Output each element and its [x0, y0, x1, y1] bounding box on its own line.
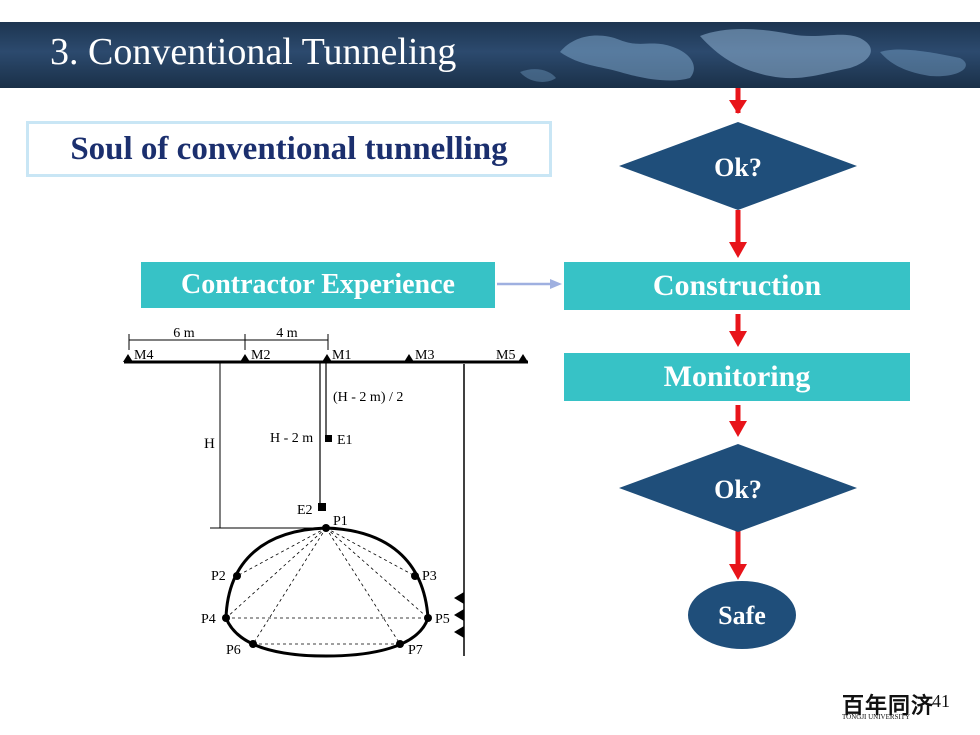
- arrowhead-monitoring-to-ok: [729, 421, 747, 437]
- anchor-e1-square: [325, 435, 332, 442]
- inclinometer-anchor-3: [454, 626, 464, 638]
- point-p6-dot: [249, 640, 257, 648]
- marker-m3-triangle: [404, 354, 414, 362]
- arrowhead-contractor-to-construction: [550, 279, 562, 289]
- marker-m1-label: M1: [332, 348, 351, 363]
- point-p4-dot: [222, 614, 230, 622]
- decision-bottom-label: Ok?: [714, 475, 762, 504]
- anchor-e2-square: [318, 503, 326, 511]
- decision-top-label: Ok?: [714, 153, 762, 182]
- h-label: H: [204, 436, 215, 452]
- point-p6-label: P6: [226, 643, 241, 658]
- marker-m4-label: M4: [134, 348, 153, 363]
- point-p5-dot: [424, 614, 432, 622]
- contractor-experience-box: Contractor Experience: [141, 262, 495, 308]
- point-p2-label: P2: [211, 569, 226, 584]
- point-p2-dot: [233, 572, 241, 580]
- safe-label: Safe: [718, 601, 766, 630]
- dimension-4m-label: 4 m: [276, 326, 298, 341]
- point-p5-label: P5: [435, 612, 450, 627]
- marker-m2-triangle: [240, 354, 250, 362]
- monitoring-box: Monitoring: [564, 353, 910, 401]
- point-p7-dot: [396, 640, 404, 648]
- inclinometer-anchor-2: [454, 609, 464, 621]
- arrowhead-into-ok-top: [729, 100, 747, 114]
- university-logo: 百年同济: [842, 693, 935, 719]
- point-p1-dot: [322, 524, 330, 532]
- arrowhead-ok-to-construction: [729, 242, 747, 258]
- decision-diamond-top: [619, 122, 857, 210]
- marker-m5-triangle: [518, 354, 528, 362]
- point-p1-label: P1: [333, 514, 348, 529]
- safe-terminal: [688, 581, 796, 649]
- h-minus-2m-label: H - 2 m: [270, 431, 313, 446]
- arrowhead-construction-to-monitoring: [729, 331, 747, 347]
- marker-m2-label: M2: [251, 348, 270, 363]
- decision-diamond-bottom: [619, 444, 857, 532]
- header-bar: 3. Conventional Tunneling: [0, 22, 980, 88]
- page-number: 41: [932, 691, 950, 711]
- point-p3-dot: [411, 572, 419, 580]
- page-title: 3. Conventional Tunneling: [50, 31, 457, 73]
- inclinometer-anchor-1: [454, 592, 464, 604]
- construction-box: Construction: [564, 262, 910, 310]
- convergence-lines: [225, 527, 429, 645]
- half-depth-label: (H - 2 m) / 2: [333, 390, 403, 405]
- tunnel-outline: [224, 526, 430, 658]
- point-p4-label: P4: [201, 612, 216, 627]
- point-p7-label: P7: [408, 643, 423, 658]
- marker-m1-triangle: [322, 354, 332, 362]
- anchor-e2-label: E2: [297, 503, 313, 518]
- anchor-e1-label: E1: [337, 433, 353, 448]
- marker-m4-triangle: [123, 354, 133, 362]
- dimension-6m-label: 6 m: [173, 326, 195, 341]
- university-name: TONGJI UNIVERSITY: [842, 713, 911, 721]
- world-map-decoration: [520, 29, 966, 82]
- arrowhead-ok-to-safe: [729, 564, 747, 580]
- point-p3-label: P3: [422, 569, 437, 584]
- marker-m3-label: M3: [415, 348, 434, 363]
- soul-heading-box: Soul of conventional tunnelling: [26, 121, 552, 177]
- marker-m5-label: M5: [496, 348, 515, 363]
